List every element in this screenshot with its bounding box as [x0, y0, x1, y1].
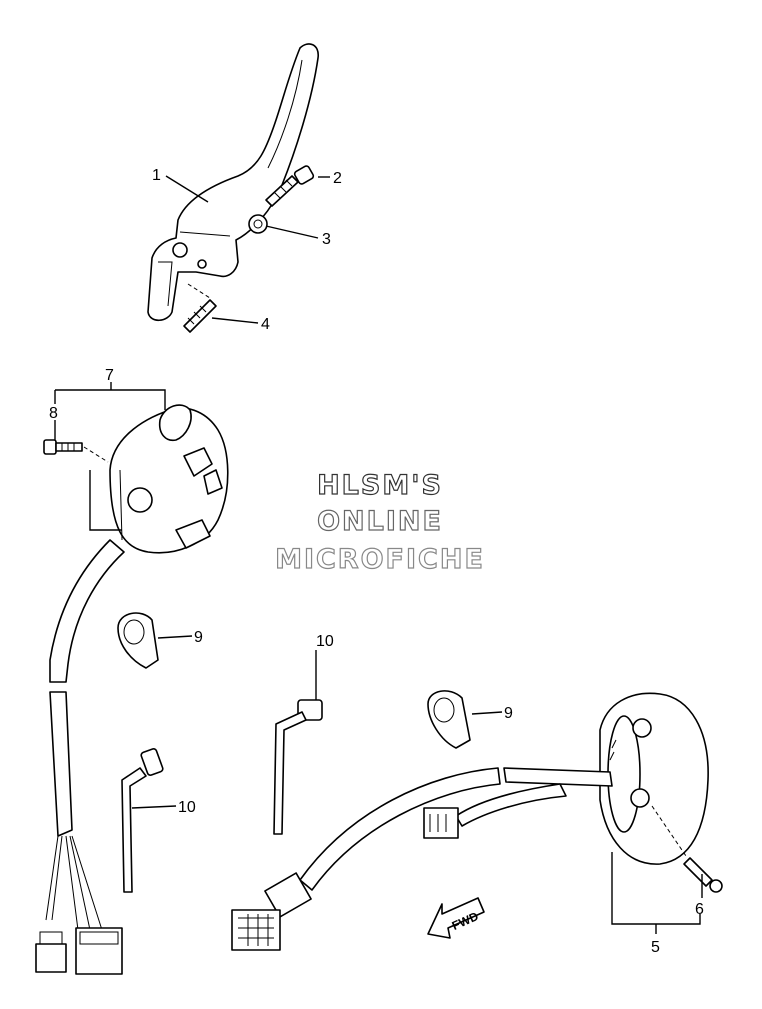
lever-screw[interactable]: [183, 283, 217, 333]
harness-clamp-right[interactable]: [427, 690, 471, 749]
callout-label: 4: [261, 316, 270, 333]
cable-tie-left[interactable]: [121, 748, 164, 893]
callout-label: 7: [105, 367, 114, 384]
right-switch-harness[interactable]: [231, 767, 613, 951]
left-handlebar-switch[interactable]: [109, 404, 229, 554]
callout-label: 5: [651, 939, 660, 956]
watermark-line-1: HLSM'S: [317, 470, 443, 501]
callout-numbers: 1 2 3 4 5 6 7 8 9 10 9 10: [49, 167, 704, 956]
lever-bolt[interactable]: [265, 165, 315, 207]
left-switch-harness[interactable]: [35, 539, 125, 975]
callout-label: 9: [194, 629, 203, 646]
forward-arrow-badge: FWD: [427, 897, 485, 939]
callout-label: 10: [316, 633, 334, 650]
leader-lines: [54, 175, 703, 934]
watermark-line-3: MICROFICHE: [275, 544, 485, 575]
callout-label: 10: [178, 799, 196, 816]
right-handlebar-switch[interactable]: [599, 692, 709, 865]
callout-label: 6: [695, 901, 704, 918]
lever-nut[interactable]: [248, 214, 268, 234]
cable-tie-center[interactable]: [273, 699, 323, 835]
harness-clamp-left[interactable]: [117, 612, 159, 669]
callout-label: 3: [322, 231, 331, 248]
watermark-line-2: ONLINE: [317, 506, 443, 537]
switch-bolt[interactable]: [43, 439, 109, 463]
callout-label: 1: [152, 167, 161, 184]
callout-label: 8: [49, 405, 58, 422]
watermark: HLSM'S ONLINE MICROFICHE: [274, 469, 485, 575]
callout-label: 2: [333, 170, 342, 187]
clutch-lever[interactable]: [147, 43, 319, 322]
callout-label: 9: [504, 705, 513, 722]
switch-screw[interactable]: [651, 805, 723, 893]
